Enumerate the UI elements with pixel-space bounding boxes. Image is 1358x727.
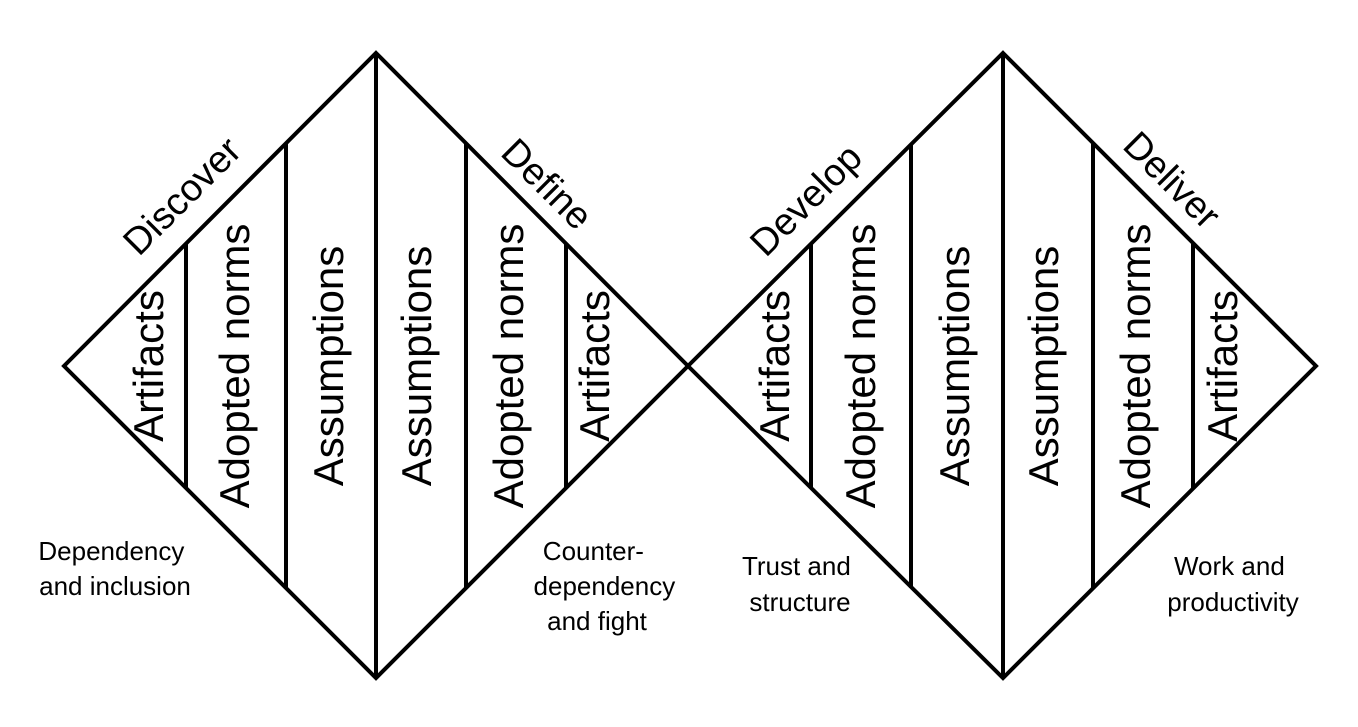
layer-label: Assumptions — [1020, 246, 1067, 486]
caption-counter-dependency: Counter- dependency and fight — [534, 536, 683, 636]
layer-label: Assumptions — [393, 246, 440, 486]
layer-label: Assumptions — [931, 246, 978, 486]
layer-label: Adopted norms — [211, 224, 258, 509]
layer-label: Adopted norms — [485, 224, 532, 509]
layer-label: Artifacts — [751, 290, 798, 442]
diamond-1: Artifacts Adopted norms Assumptions Assu… — [38, 50, 691, 681]
caption-dependency: Dependency and inclusion — [38, 536, 191, 601]
layer-label: Artifacts — [571, 290, 618, 442]
layer-label: Assumptions — [305, 246, 352, 486]
caption-work: Work and productivity — [1167, 551, 1299, 617]
layer-label: Artifacts — [125, 290, 172, 442]
caption-trust: Trust and structure — [742, 551, 858, 617]
diamond-2: Artifacts Adopted norms Assumptions Assu… — [685, 50, 1319, 681]
layer-label: Artifacts — [1199, 290, 1246, 442]
layer-label: Adopted norms — [837, 224, 884, 509]
layer-label: Adopted norms — [1112, 224, 1159, 509]
